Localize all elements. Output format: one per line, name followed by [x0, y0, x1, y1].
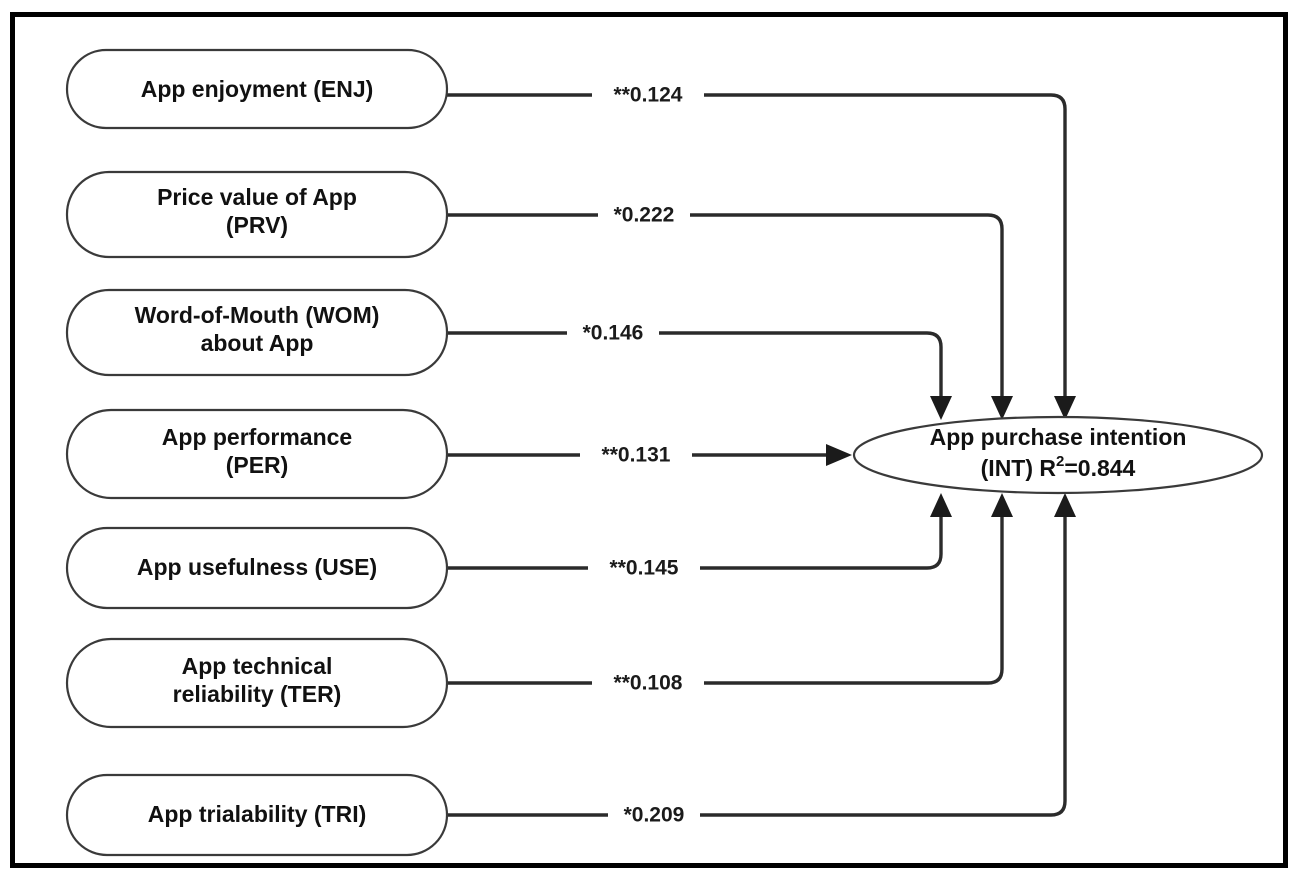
- edge-per-int-label-bg: [580, 440, 692, 470]
- edge-prv-int-label-bg: [598, 200, 690, 230]
- edge-use-int: **0.145: [447, 493, 952, 583]
- edge-prv-int-label: *0.222: [614, 204, 675, 227]
- edge-wom-int-arrow: [930, 396, 952, 420]
- node-use-shape[interactable]: [65, 526, 449, 610]
- node-enj-shape[interactable]: [65, 48, 449, 130]
- node-int-label-line2: (INT) R2=0.844: [981, 453, 1136, 481]
- edge-wom-int-label: *0.146: [583, 322, 644, 345]
- node-int-shape[interactable]: [852, 415, 1264, 495]
- edge-tri-int-arrow: [1054, 493, 1076, 517]
- edge-ter-int: **0.108: [447, 493, 1013, 698]
- edge-enj-int-line: [447, 93, 1067, 404]
- node-prv-shape[interactable]: [65, 170, 449, 259]
- node-per-label-line1: App performance: [162, 424, 352, 450]
- edge-ter-int-label-bg: [592, 668, 704, 698]
- node-wom[interactable]: Word-of-Mouth (WOM) about App: [65, 288, 449, 377]
- node-wom-shape[interactable]: [65, 288, 449, 377]
- node-wom-label-line2: about App: [201, 330, 314, 356]
- edge-tri-int-label: *0.209: [624, 804, 685, 827]
- edge-use-int-label: **0.145: [610, 557, 679, 580]
- edge-per-int-arrow: [826, 444, 852, 466]
- node-per-shape[interactable]: [65, 408, 449, 500]
- edge-wom-int: *0.146: [447, 318, 952, 420]
- node-int[interactable]: App purchase intention (INT) R2=0.844: [852, 415, 1264, 495]
- node-use[interactable]: App usefulness (USE): [65, 526, 449, 610]
- node-per-label-line2: (PER): [226, 452, 289, 478]
- edge-per-int-label: **0.131: [602, 444, 671, 467]
- edge-tri-int: *0.209: [447, 493, 1076, 830]
- edge-enj-int-label-bg: [592, 80, 704, 110]
- edge-wom-int-line: [447, 331, 943, 404]
- node-prv-label-line1: Price value of App: [157, 184, 357, 210]
- node-per[interactable]: App performance (PER): [65, 408, 449, 500]
- node-use-label: App usefulness (USE): [137, 554, 377, 580]
- edge-use-int-label-bg: [588, 553, 700, 583]
- edge-use-int-arrow: [930, 493, 952, 517]
- node-ter-label-line1: App technical: [182, 653, 333, 679]
- node-prv[interactable]: Price value of App (PRV): [65, 170, 449, 259]
- node-ter-label-line2: reliability (TER): [173, 681, 342, 707]
- node-wom-label-line1: Word-of-Mouth (WOM): [135, 302, 380, 328]
- edge-prv-int-line: [447, 213, 1004, 404]
- edge-ter-int-line: [447, 509, 1004, 685]
- edge-enj-int-arrow: [1054, 396, 1076, 420]
- node-ter-shape[interactable]: [65, 637, 449, 729]
- edge-prv-int: *0.222: [447, 200, 1013, 420]
- node-tri-label: App trialability (TRI): [148, 801, 367, 827]
- node-enj-label: App enjoyment (ENJ): [141, 76, 374, 102]
- edge-per-int: **0.131: [447, 440, 852, 470]
- node-int-label-prefix: (INT) R: [981, 455, 1057, 481]
- edge-wom-int-label-bg: [567, 318, 659, 348]
- node-ter[interactable]: App technical reliability (TER): [65, 637, 449, 729]
- edge-ter-int-label: **0.108: [614, 672, 683, 695]
- node-int-label-line1: App purchase intention: [930, 424, 1187, 450]
- edge-use-int-line: [447, 509, 943, 570]
- edge-enj-int: **0.124: [447, 80, 1076, 420]
- node-enj[interactable]: App enjoyment (ENJ): [65, 48, 449, 130]
- node-int-label-suffix: =0.844: [1064, 455, 1135, 481]
- node-prv-label-line2: (PRV): [226, 212, 288, 238]
- edge-tri-int-line: [447, 509, 1067, 817]
- node-tri[interactable]: App trialability (TRI): [65, 773, 449, 857]
- node-tri-shape[interactable]: [65, 773, 449, 857]
- edge-enj-int-label: **0.124: [614, 84, 683, 107]
- node-int-label-superscript: 2: [1056, 453, 1064, 470]
- edge-ter-int-arrow: [991, 493, 1013, 517]
- edge-tri-int-label-bg: [608, 800, 700, 830]
- edge-prv-int-arrow: [991, 396, 1013, 420]
